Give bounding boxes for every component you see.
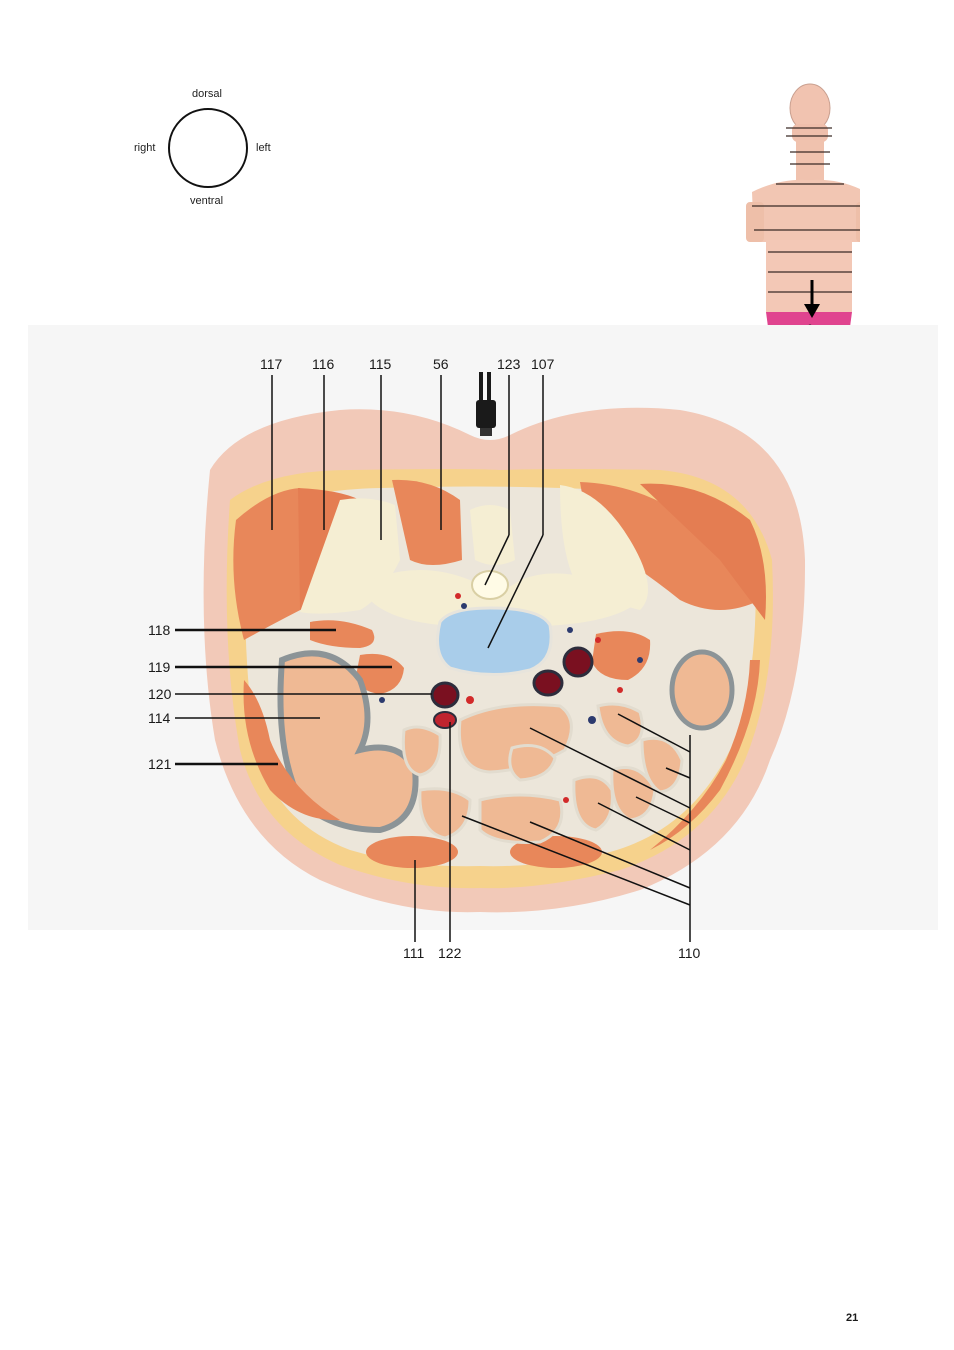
spinous-process bbox=[470, 505, 515, 565]
page-number: 21 bbox=[846, 1312, 859, 1324]
label-123: 123 bbox=[497, 356, 521, 372]
label-107: 107 bbox=[531, 356, 555, 372]
label-118: 118 bbox=[148, 622, 171, 638]
kidney-left bbox=[669, 649, 735, 731]
muscle-56 bbox=[392, 479, 462, 565]
label-122: 122 bbox=[438, 945, 462, 961]
vessel-122 bbox=[433, 711, 457, 729]
muscle-121 bbox=[243, 680, 340, 821]
muscle-117 bbox=[233, 488, 320, 640]
label-121: 121 bbox=[148, 756, 172, 772]
muscle-right-back bbox=[580, 482, 760, 610]
label-111: 111 bbox=[403, 945, 425, 961]
muscle-lateral-left bbox=[650, 660, 760, 850]
catheter-device bbox=[476, 372, 496, 436]
muscle-left-back bbox=[640, 483, 766, 620]
orientation-right: right bbox=[134, 142, 156, 154]
label-120: 120 bbox=[148, 686, 172, 702]
torso-overview-svg: 3 bbox=[746, 83, 872, 380]
orientation-left: left bbox=[256, 142, 271, 154]
orientation-circle bbox=[168, 108, 248, 188]
label-110: 110 bbox=[678, 945, 701, 961]
small-vessels bbox=[379, 593, 643, 803]
torso-overview-figure: 3 bbox=[740, 80, 872, 390]
vessel-left bbox=[532, 669, 564, 697]
vein-left bbox=[562, 646, 594, 678]
orientation-ventral: ventral bbox=[190, 195, 224, 207]
arrow-down-icon bbox=[804, 304, 820, 318]
orientation-key: dorsal ventral right left bbox=[120, 80, 300, 220]
disc-107 bbox=[436, 606, 553, 676]
muscle-118 bbox=[310, 620, 375, 648]
label-119: 119 bbox=[148, 659, 171, 675]
label-115: 115 bbox=[369, 356, 392, 372]
muscle-119 bbox=[356, 653, 404, 694]
intestines-110 bbox=[401, 702, 684, 844]
muscle-psoas-left bbox=[592, 631, 651, 680]
vessel-120 bbox=[430, 681, 460, 709]
label-117: 117 bbox=[260, 356, 283, 372]
orientation-dorsal: dorsal bbox=[192, 88, 222, 100]
leader-lines bbox=[175, 375, 691, 942]
label-114: 114 bbox=[148, 710, 171, 726]
spinal-canal-123 bbox=[471, 570, 509, 600]
vertebral-arch bbox=[370, 570, 640, 628]
muscle-111 bbox=[366, 836, 458, 868]
label-116: 116 bbox=[312, 356, 335, 372]
label-56: 56 bbox=[433, 356, 449, 372]
